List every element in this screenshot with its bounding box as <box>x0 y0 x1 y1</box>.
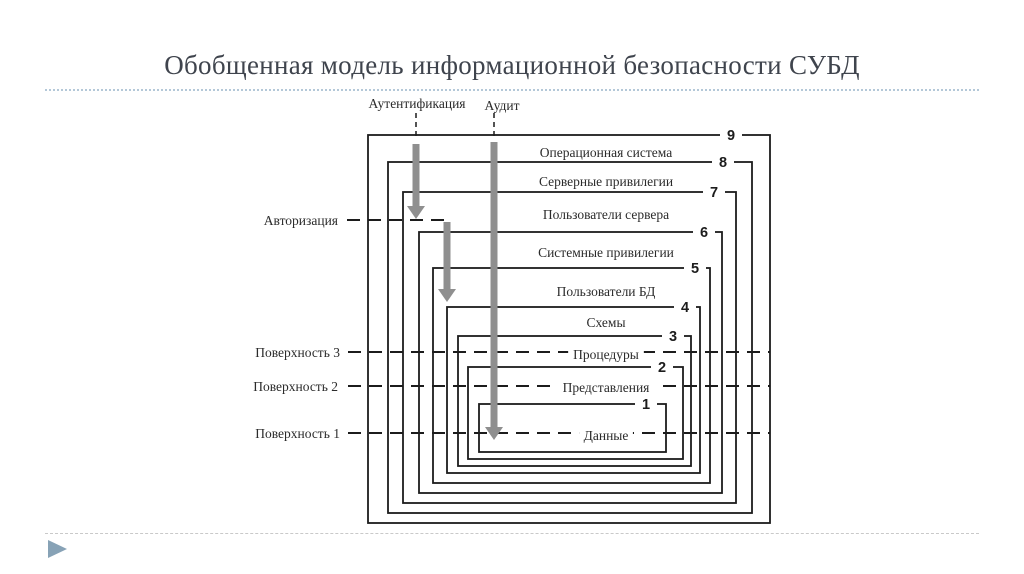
layer-number: 8 <box>719 155 727 171</box>
authorization-label: Авторизация <box>264 213 338 228</box>
layer-number: 2 <box>658 360 666 376</box>
layer-label: Процедуры <box>573 347 639 362</box>
layer-number: 6 <box>700 225 708 241</box>
layer-number-bg <box>674 298 696 316</box>
layer-number-bg <box>720 126 742 144</box>
layer-number-bg <box>651 358 673 376</box>
layer-box-5 <box>432 267 711 484</box>
layer-number: 4 <box>681 300 689 316</box>
layer-label-bg <box>528 243 684 261</box>
layer-number-bg <box>662 327 684 345</box>
layer-number-bg <box>712 153 734 171</box>
title-divider-dotted <box>45 89 979 91</box>
layer-label-bg <box>553 378 659 396</box>
layer-number: 5 <box>691 261 699 277</box>
layer-number: 7 <box>710 185 718 201</box>
layer-label: Представления <box>563 380 650 395</box>
audit-arrow-head <box>485 427 503 440</box>
authentication-label: Аутентификация <box>368 96 465 111</box>
layer-label-bg <box>528 205 684 223</box>
layer-label-bg <box>579 426 633 444</box>
layer-box-1 <box>478 403 667 453</box>
layer-box-7 <box>402 191 737 504</box>
layer-label: Пользователи БД <box>557 284 656 299</box>
layer-label: Операционная система <box>540 145 672 160</box>
layer-box-8 <box>387 161 753 514</box>
play-triangle-icon <box>48 540 67 558</box>
layer-label: Серверные привилегии <box>539 174 673 189</box>
layer-number-bg <box>635 395 657 413</box>
layer-box-9 <box>367 134 771 524</box>
layer-box-3 <box>457 335 692 467</box>
surface-3-label: Поверхность 3 <box>255 345 340 360</box>
layer-label-bg <box>568 345 644 363</box>
layer-number-bg <box>693 223 715 241</box>
layer-label-bg <box>528 143 684 161</box>
authentication-arrow-head <box>407 206 425 219</box>
layer-label-bg <box>582 313 630 331</box>
layer-label: Данные <box>584 428 629 443</box>
layer-number: 9 <box>727 128 735 144</box>
layer-label: Пользователи сервера <box>543 207 669 222</box>
authorization-arrow-head <box>438 289 456 302</box>
layer-box-6 <box>418 231 723 494</box>
layer-number-bg <box>684 259 706 277</box>
page-title: Обобщенная модель информационной безопас… <box>164 50 860 80</box>
layer-number: 3 <box>669 329 677 345</box>
layer-label-bg <box>546 282 666 300</box>
audit-label: Аудит <box>485 98 520 113</box>
surface-1-label: Поверхность 1 <box>255 426 340 441</box>
layer-number-bg <box>703 183 725 201</box>
layer-box-2 <box>467 366 684 460</box>
surface-2-label: Поверхность 2 <box>253 379 338 394</box>
layer-number: 1 <box>642 397 650 413</box>
layer-label-bg <box>528 172 684 190</box>
layer-label: Схемы <box>586 315 625 330</box>
footer-divider-dashed <box>45 533 979 534</box>
layer-box-4 <box>446 306 701 474</box>
layer-label: Системные привилегии <box>538 245 674 260</box>
